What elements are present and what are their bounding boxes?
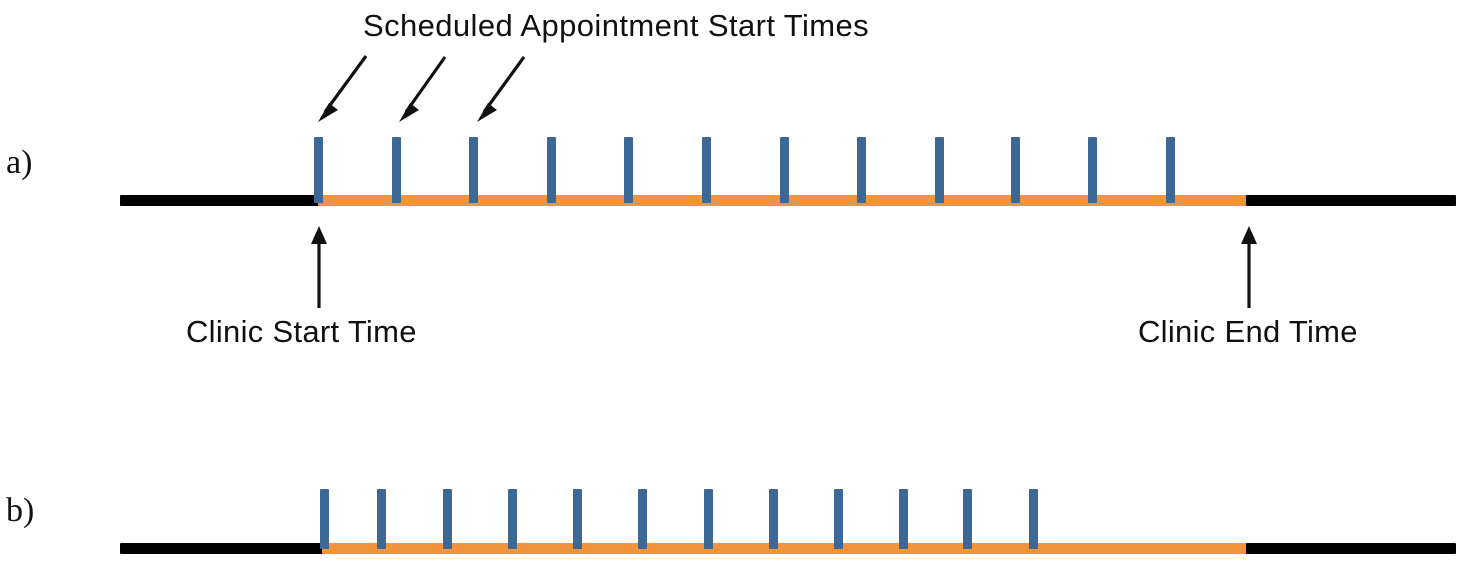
panel-a-pre-clinic-segment bbox=[120, 195, 320, 206]
appointment-tick bbox=[702, 137, 711, 203]
panel-b-post-clinic-segment bbox=[1246, 543, 1456, 554]
appointment-tick bbox=[899, 489, 908, 549]
page-title: Scheduled Appointment Start Times bbox=[363, 8, 870, 43]
clinic-end-time-label: Clinic End Time bbox=[1138, 314, 1358, 349]
appointment-tick bbox=[780, 137, 789, 203]
clinic-start-arrow-icon bbox=[311, 226, 327, 308]
appointment-tick bbox=[392, 137, 401, 203]
clinic-start-time-label: Clinic Start Time bbox=[186, 314, 417, 349]
appointment-tick bbox=[769, 489, 778, 549]
appointment-tick bbox=[1029, 489, 1038, 549]
panel-b-clinic-session-segment bbox=[322, 543, 1248, 554]
appointment-tick bbox=[508, 489, 517, 549]
callout-arrow-1-icon bbox=[318, 55, 368, 122]
appointment-tick bbox=[638, 489, 647, 549]
appointment-tick bbox=[935, 137, 944, 203]
callout-arrow-2-icon bbox=[399, 56, 447, 122]
appointment-tick bbox=[547, 137, 556, 203]
appointment-tick bbox=[573, 489, 582, 549]
appointment-tick bbox=[834, 489, 843, 549]
panel-b-pre-clinic-segment bbox=[120, 543, 324, 554]
appointment-tick bbox=[624, 137, 633, 203]
callout-arrow-3-icon bbox=[477, 56, 526, 122]
appointment-tick bbox=[320, 489, 329, 549]
panel-a-label: a) bbox=[6, 144, 33, 181]
appointment-tick bbox=[857, 137, 866, 203]
appointment-tick bbox=[469, 137, 478, 203]
appointment-tick bbox=[1011, 137, 1020, 203]
appointment-tick bbox=[1166, 137, 1175, 203]
appointment-tick bbox=[1088, 137, 1097, 203]
panel-b-label: b) bbox=[6, 492, 35, 529]
appointment-tick bbox=[963, 489, 972, 549]
appointment-tick bbox=[377, 489, 386, 549]
panel-a-post-clinic-segment bbox=[1246, 195, 1456, 206]
clinic-end-arrow-icon bbox=[1241, 226, 1257, 308]
appointment-tick bbox=[443, 489, 452, 549]
appointment-tick bbox=[314, 137, 323, 203]
appointment-tick bbox=[704, 489, 713, 549]
